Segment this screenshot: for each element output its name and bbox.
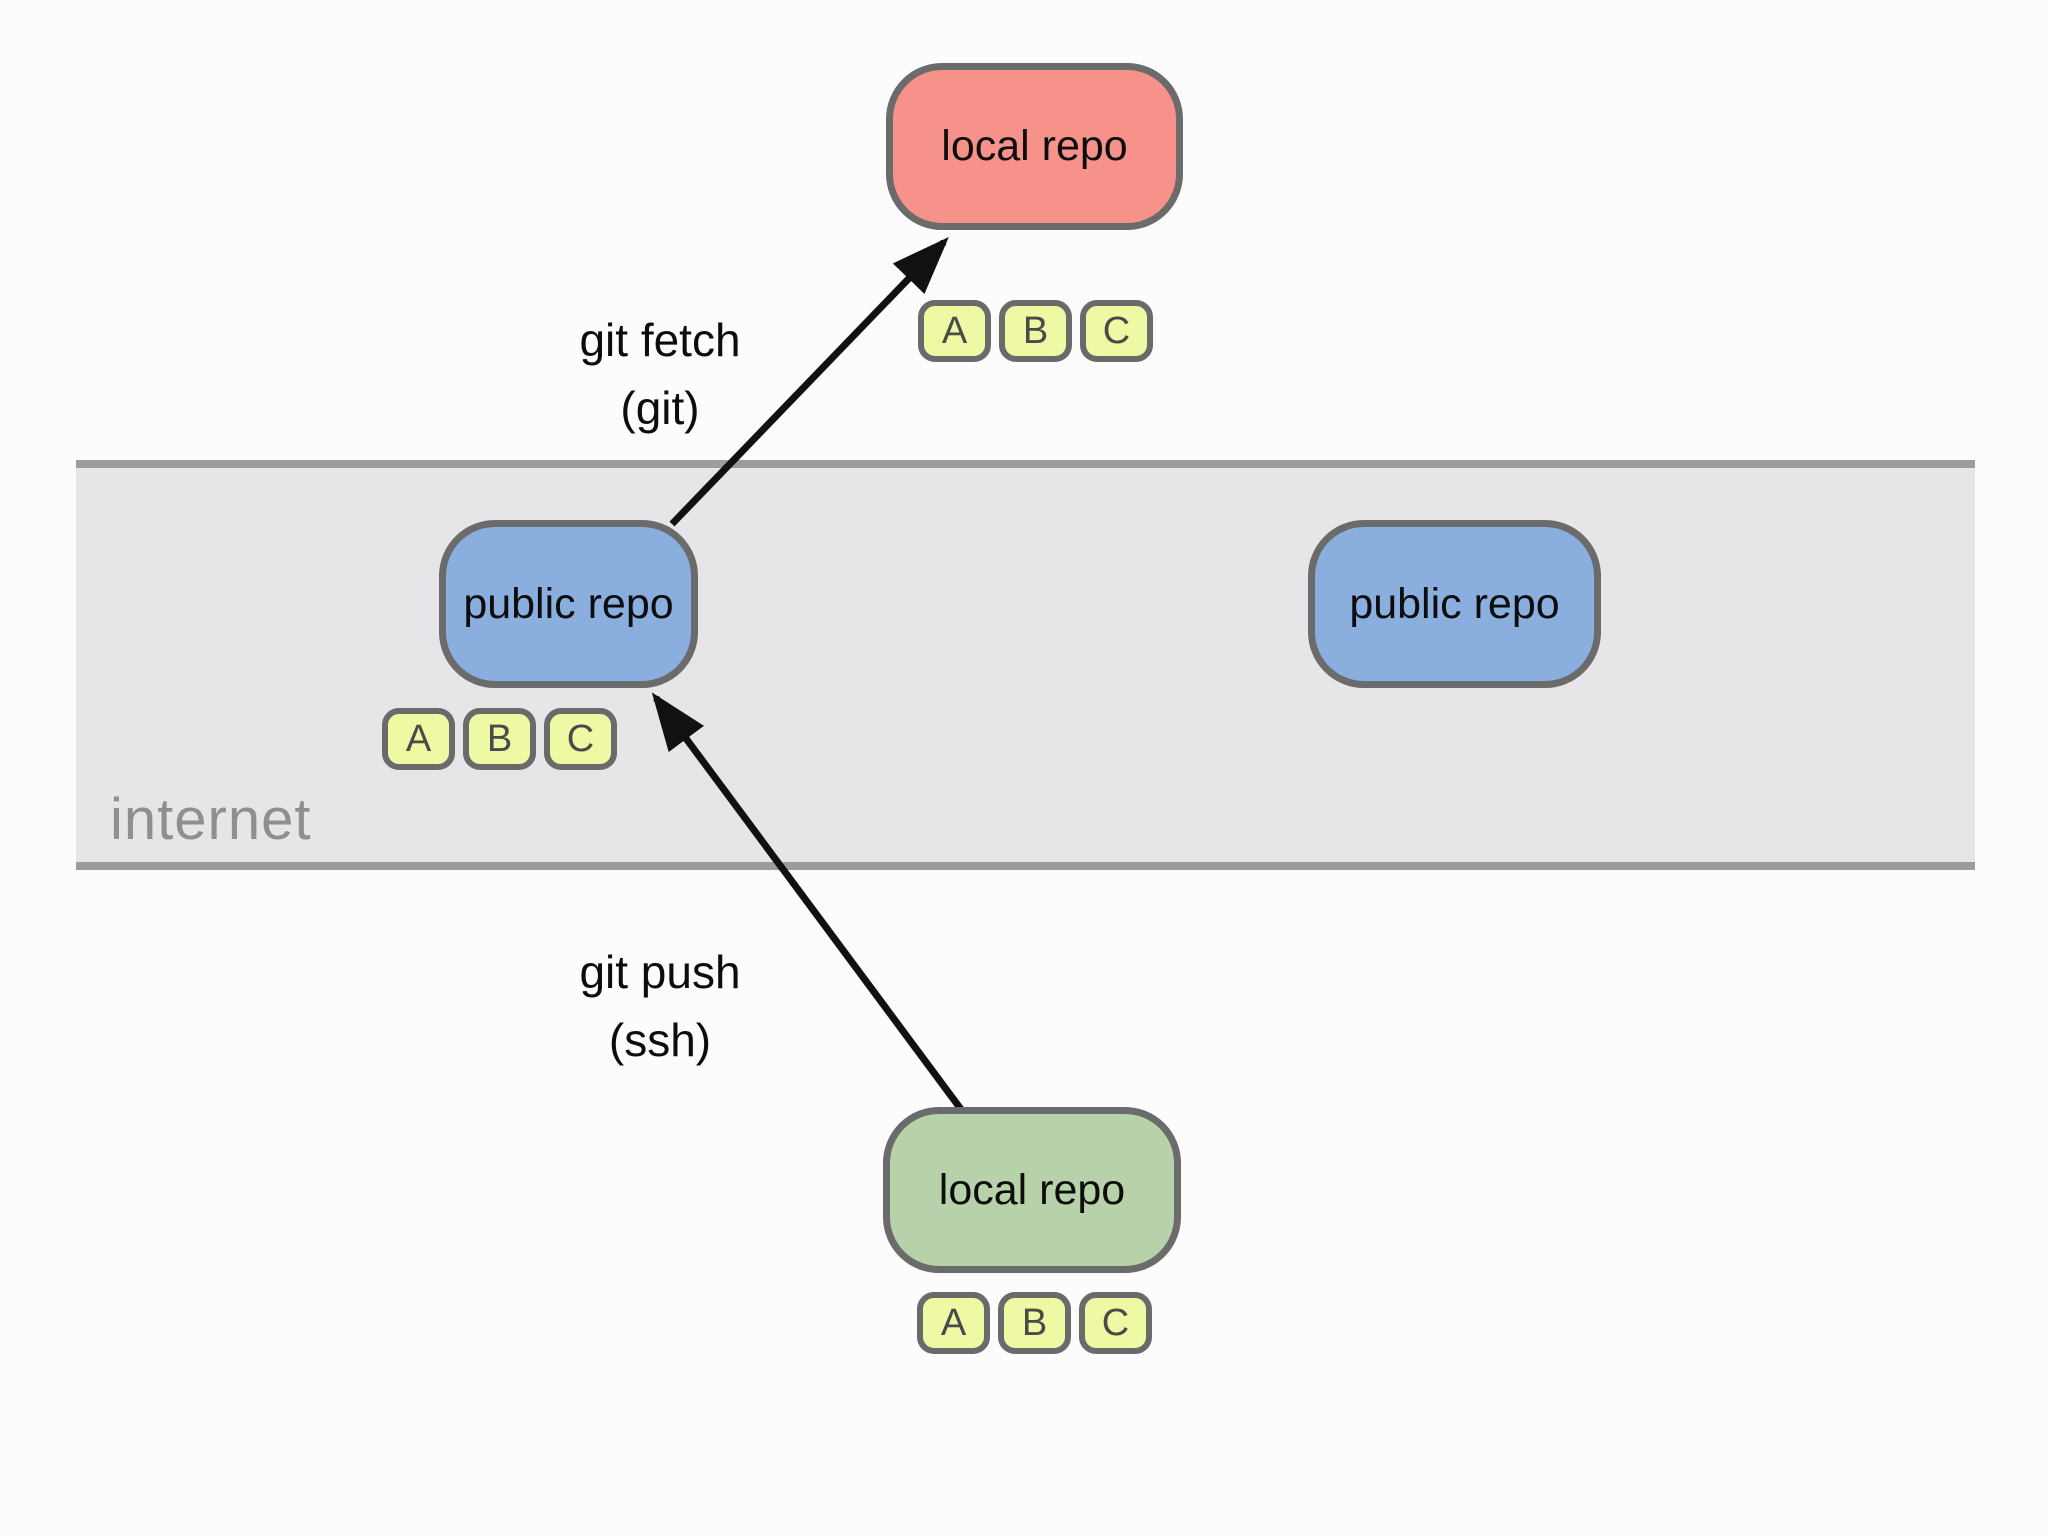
node-local-repo-top: local repo bbox=[886, 63, 1183, 230]
node-local-repo-top-label: local repo bbox=[941, 122, 1128, 170]
node-public-repo-right-label: public repo bbox=[1349, 579, 1560, 628]
git-push-label: git push (ssh) bbox=[510, 938, 810, 1074]
node-local-repo-bottom: local repo bbox=[883, 1107, 1181, 1273]
git-fetch-label-line1: git fetch bbox=[579, 314, 741, 366]
commit-chip-a: A bbox=[382, 708, 455, 770]
commit-chip-a: A bbox=[917, 1292, 990, 1354]
git-fetch-label: git fetch (git) bbox=[510, 306, 810, 442]
node-local-repo-bottom-label: local repo bbox=[938, 1165, 1126, 1214]
commit-chip-b: B bbox=[998, 1292, 1071, 1354]
git-fetch-arrow bbox=[669, 236, 949, 527]
git-fetch-label-line2: (git) bbox=[620, 382, 700, 434]
node-public-repo-right: public repo bbox=[1308, 520, 1601, 688]
commit-row-local-top: A B C bbox=[918, 300, 1153, 362]
internet-band-label: internet bbox=[110, 787, 312, 852]
commit-chip-c: C bbox=[1080, 300, 1153, 362]
commit-chip-b: B bbox=[999, 300, 1072, 362]
commit-chip-b: B bbox=[463, 708, 536, 770]
node-public-repo-left-label: public repo bbox=[463, 579, 674, 628]
git-push-arrow bbox=[651, 692, 966, 1115]
git-push-label-line1: git push bbox=[579, 946, 741, 998]
commit-chip-c: C bbox=[544, 708, 617, 770]
commit-row-public-left: A B C bbox=[382, 708, 617, 770]
node-public-repo-left: public repo bbox=[439, 520, 698, 688]
git-push-label-line2: (ssh) bbox=[608, 1014, 712, 1066]
internet-band bbox=[76, 460, 1975, 870]
commit-chip-c: C bbox=[1079, 1292, 1152, 1354]
commit-row-local-bottom: A B C bbox=[917, 1292, 1152, 1354]
commit-chip-a: A bbox=[918, 300, 991, 362]
